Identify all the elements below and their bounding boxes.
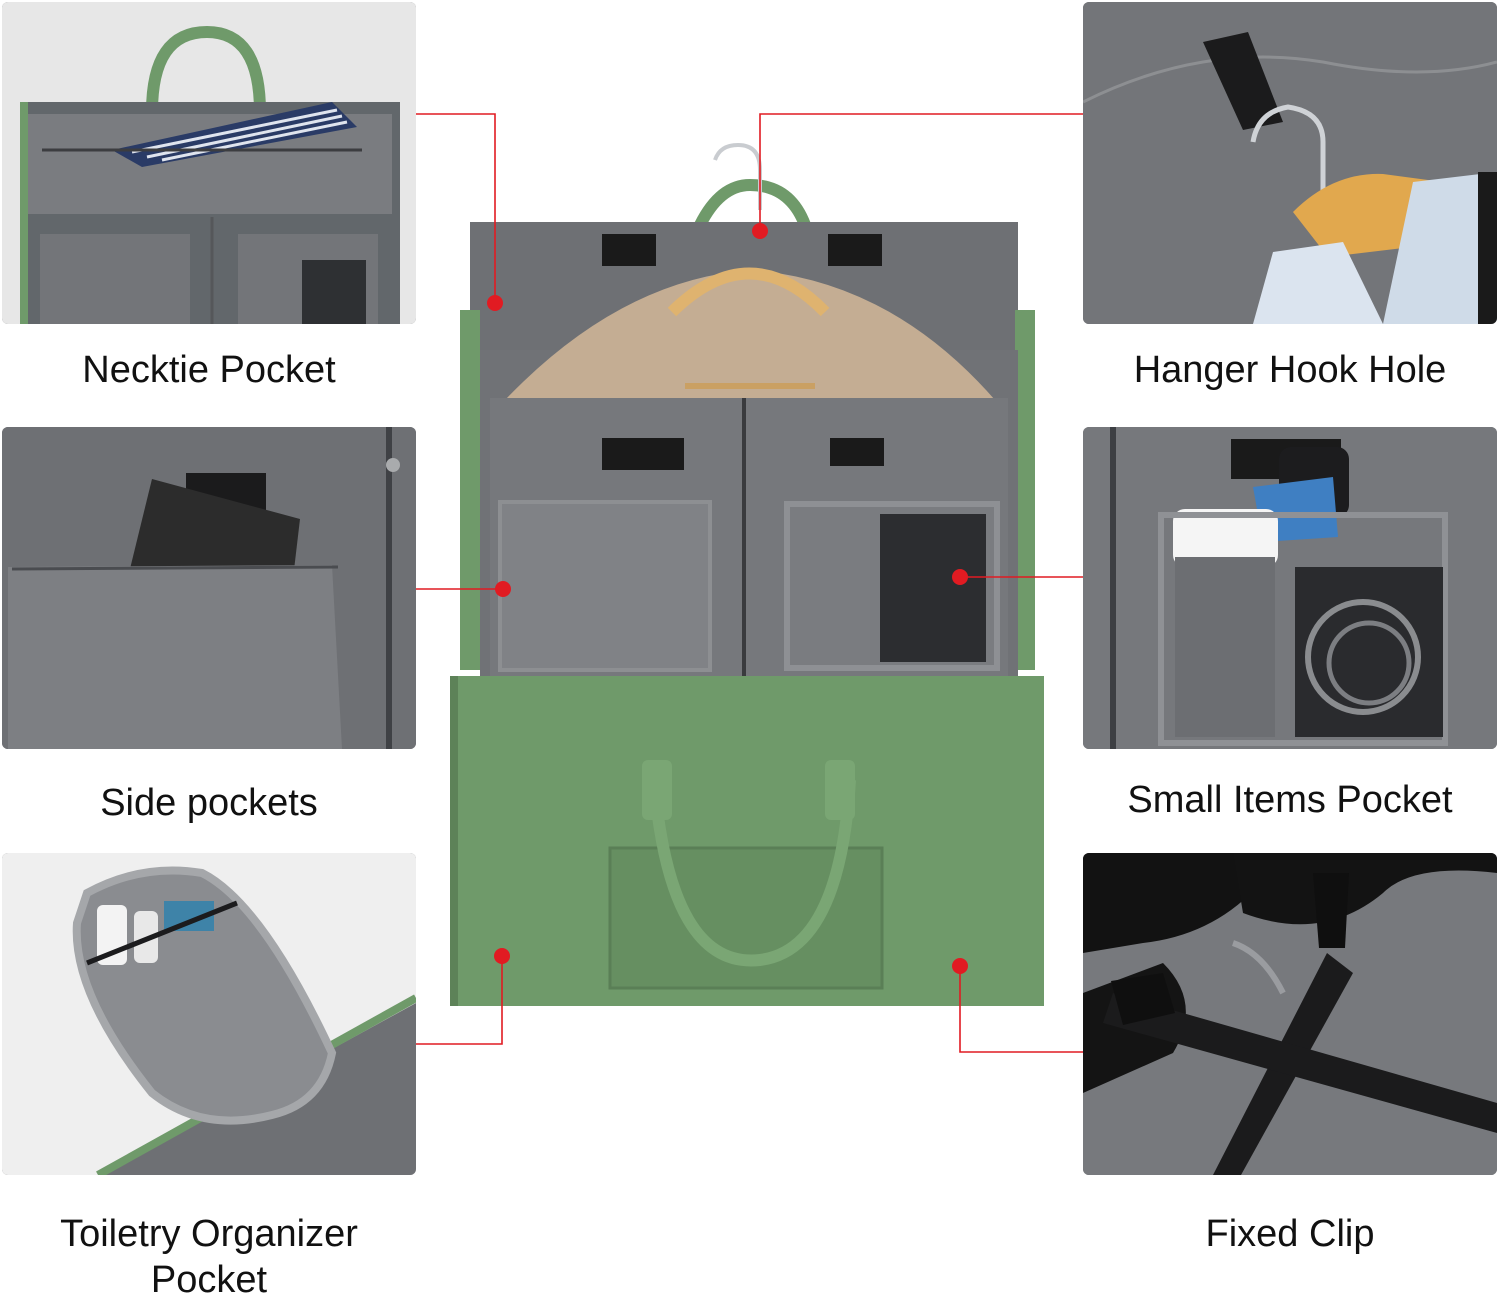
small-items-pocket-label: Small Items Pocket: [1127, 779, 1453, 821]
side-pockets-label: Side pockets: [100, 782, 318, 824]
hanger-hook-hole-label: Hanger Hook Hole: [1133, 349, 1447, 391]
hanger-hook-hole-photo: [1083, 2, 1497, 324]
side-pockets-photo: [2, 427, 416, 749]
necktie-pocket-photo: [2, 2, 416, 324]
garment-bag-product-photo: [420, 130, 1080, 1010]
toiletry-organizer-photo: [2, 853, 416, 1175]
toiletry-organizer-label: Toiletry Organizer Pocket: [2, 1211, 416, 1303]
fixed-clip-label: Fixed Clip: [1205, 1213, 1375, 1255]
toiletry-organizer-label-line2: Pocket: [150, 1259, 268, 1301]
necktie-pocket-label: Necktie Pocket: [82, 349, 336, 391]
small-items-pocket-photo: [1083, 427, 1497, 749]
toiletry-organizer-label-line1: Toiletry Organizer: [60, 1213, 358, 1255]
fixed-clip-photo: [1083, 853, 1497, 1175]
